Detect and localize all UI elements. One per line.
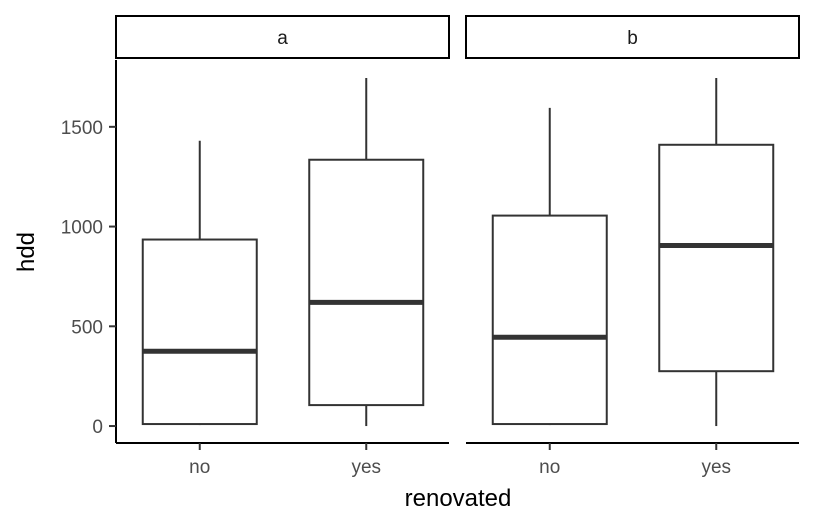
box-body [658,143,775,373]
box-b-yes [658,77,775,427]
box-body [141,238,258,426]
box-a-yes [308,77,425,427]
box-b-no [491,107,608,426]
box-a-no [141,140,258,426]
x-axis-title: renovated [405,485,512,512]
facet-strip-a [115,15,450,59]
x-tick-label: yes [351,457,381,478]
plot-area [141,77,775,427]
y-tick-label: 0 [92,417,103,438]
facet-label: a [277,28,288,49]
x-axis: no yes no yes [116,442,799,478]
y-axis: 0 500 1000 1500 [61,60,117,443]
y-tick-label: 500 [71,317,103,338]
facet-strip-b [465,15,800,59]
x-tick-label: no [539,457,560,478]
y-axis-title: hdd [13,232,40,272]
y-tick-label: 1000 [61,218,103,239]
box-body [491,214,608,426]
box-body [308,158,425,407]
x-tick-label: no [189,457,210,478]
facet-label: b [627,28,638,49]
x-tick-label: yes [701,457,731,478]
y-tick-label: 1500 [61,118,103,139]
